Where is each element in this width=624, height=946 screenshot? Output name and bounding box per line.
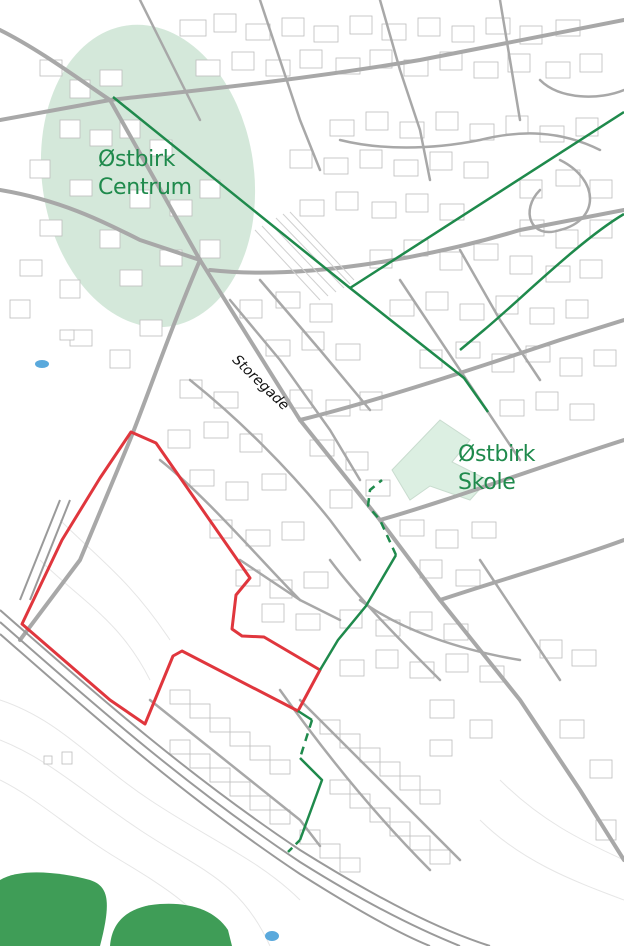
contour-lines [0, 519, 624, 946]
road-network [0, 0, 624, 872]
skole-label-line2: Skole [458, 470, 516, 495]
railway [0, 499, 491, 946]
path-lines [112, 96, 624, 853]
school-area [391, 419, 489, 501]
skole-label-line1: Østbirk [458, 442, 536, 467]
centrum-label-line1: Østbirk [98, 147, 176, 172]
building-blocks [9, 13, 617, 873]
pond-west [35, 360, 49, 368]
centrum-label: Østbirk Centrum [98, 146, 192, 202]
centrum-label-line2: Centrum [98, 175, 192, 200]
pond-south [265, 931, 279, 941]
forest-patch-west [0, 872, 107, 946]
forest-patch-east [110, 903, 232, 946]
hatched-slope [254, 211, 355, 301]
skole-label: Østbirk Skole [458, 441, 535, 497]
